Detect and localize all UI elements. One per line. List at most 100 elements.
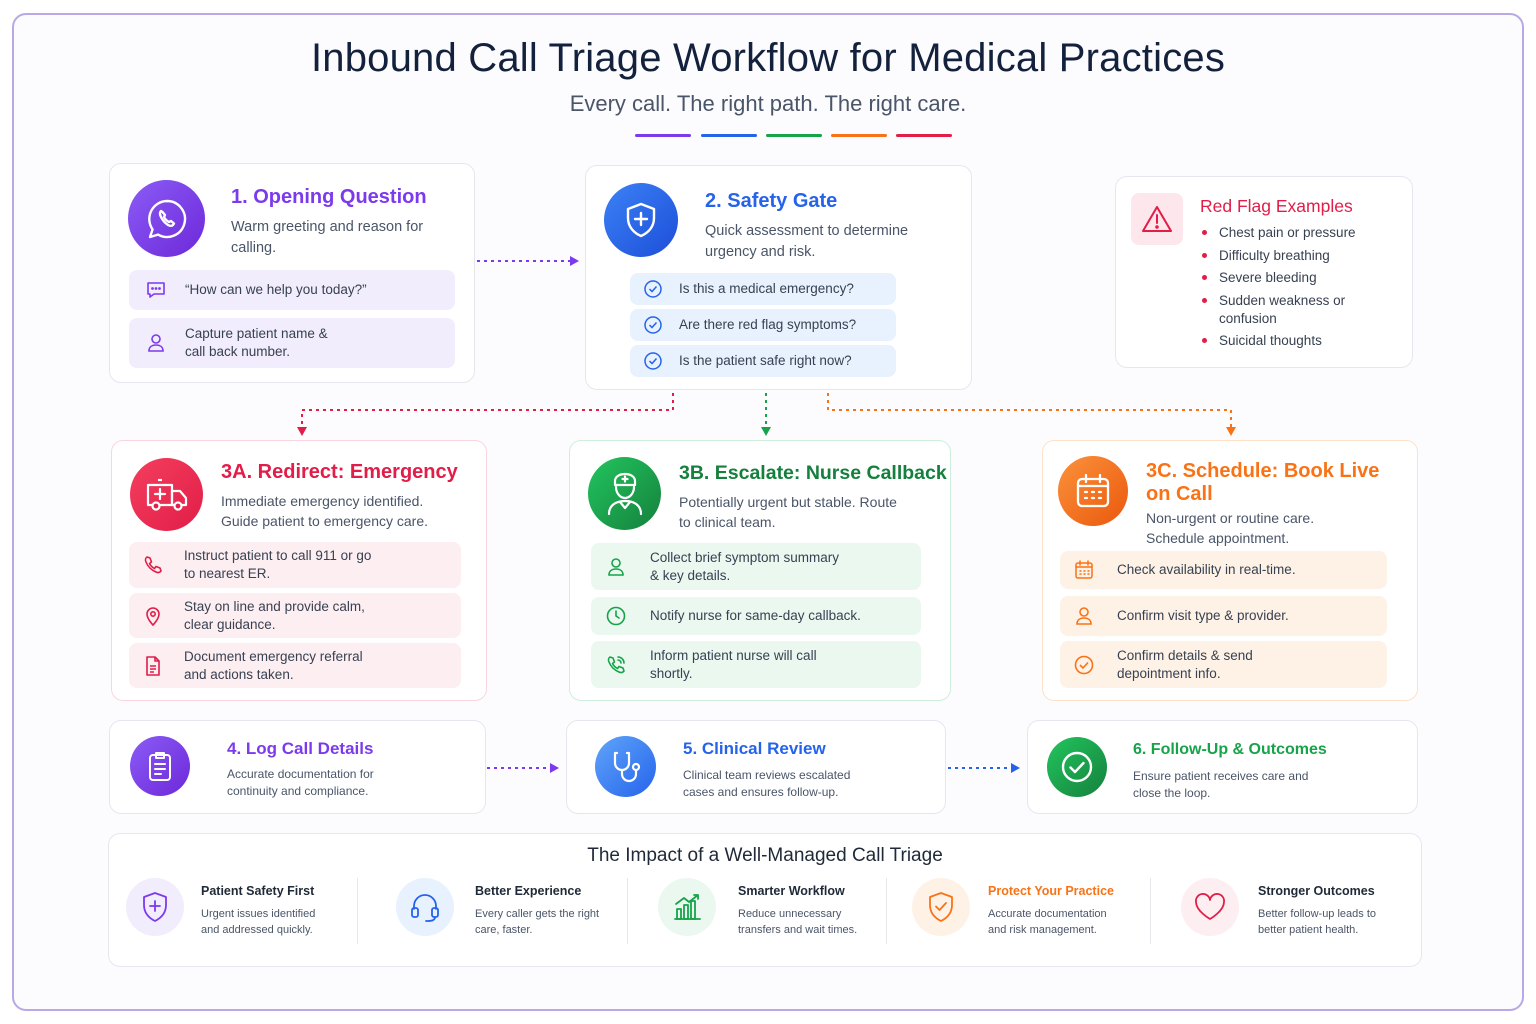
heart-icon <box>1181 878 1239 936</box>
red-flag-item: Chest pain or pressure <box>1200 224 1356 242</box>
step3c-row-text: Confirm visit type & provider. <box>1117 608 1289 623</box>
check-circle-icon <box>1073 654 1095 676</box>
bar-chart-icon <box>658 878 716 936</box>
red-flag-item: Severe bleeding <box>1200 269 1356 287</box>
phone-icon <box>142 554 164 576</box>
arrowhead <box>1226 427 1236 436</box>
step3c-title: 3C. Schedule: Book Live on Call <box>1146 460 1380 505</box>
arrowhead <box>761 427 771 436</box>
impact-item-desc: Every caller gets the right care, faster… <box>475 908 600 936</box>
step3c-row-text: Confirm details & send depointment info. <box>1117 647 1253 681</box>
person-icon <box>145 332 167 354</box>
headset-icon <box>396 878 454 936</box>
step2-row-text: Is this a medical emergency? <box>679 281 854 296</box>
clipboard-icon <box>130 736 190 796</box>
red-flags-list: Chest pain or pressure Difficulty breath… <box>1200 224 1356 355</box>
step2-row-text: Is the patient safe right now? <box>679 353 852 368</box>
step1-row: Capture patient name & call back number. <box>129 318 455 368</box>
chat-bubble-icon <box>145 279 167 301</box>
red-flag-item: Sudden weakness or confusion <box>1200 292 1356 328</box>
calendar-icon <box>1058 456 1128 526</box>
connector-2-3a <box>301 393 674 428</box>
check-circle-icon <box>642 350 664 372</box>
accent-bar-orange <box>831 134 887 137</box>
check-circle-icon <box>642 278 664 300</box>
step3b-row-text: Notify nurse for same-day callback. <box>650 608 861 623</box>
step3c-row: Check availability in real-time. <box>1060 551 1387 589</box>
page-title: Inbound Call Triage Workflow for Medical… <box>310 36 1226 80</box>
arrowhead <box>570 256 579 266</box>
impact-item-desc: Accurate documentation and risk manageme… <box>988 908 1107 936</box>
location-pin-icon <box>142 605 164 627</box>
warning-triangle-icon <box>1131 193 1183 245</box>
step3a-row-text: Instruct patient to call 911 or go to ne… <box>184 548 372 581</box>
impact-title: The Impact of a Well-Managed Call Triage <box>587 845 943 866</box>
impact-item-desc: Reduce unnecessary transfers and wait ti… <box>738 908 858 936</box>
step6-card <box>1027 720 1418 814</box>
phone-callback-icon <box>605 654 627 676</box>
divider <box>627 878 628 944</box>
divider <box>357 878 358 944</box>
impact-item-title: Smarter Workflow <box>738 884 845 898</box>
impact-item-title: Better Experience <box>475 884 582 898</box>
connector-2-3c <box>827 393 1232 428</box>
step1-desc: Warm greeting and reason for calling. <box>231 219 424 256</box>
step1-title: 1. Opening Question <box>231 186 427 208</box>
arrowhead <box>297 427 307 436</box>
document-icon <box>142 655 164 677</box>
step3a-row: Document emergency referral and actions … <box>129 643 461 688</box>
step2-desc: Quick assessment to determine urgency an… <box>705 223 909 260</box>
step5-desc: Clinical team reviews escalated cases an… <box>683 768 851 799</box>
step3a-row: Stay on line and provide calm, clear gui… <box>129 593 461 638</box>
step2-row-text: Are there red flag symptoms? <box>679 317 857 332</box>
red-flag-item: Difficulty breathing <box>1200 247 1356 265</box>
step3c-row: Confirm visit type & provider. <box>1060 596 1387 636</box>
step3c-row-text: Check availability in real-time. <box>1117 562 1296 577</box>
step3a-row: Instruct patient to call 911 or go to ne… <box>129 542 461 588</box>
step1-row-text: Capture patient name & call back number. <box>185 326 328 359</box>
accent-bar-purple <box>635 134 691 137</box>
step3b-desc: Potentially urgent but stable. Route to … <box>679 494 897 530</box>
step3a-title: 3A. Redirect: Emergency <box>221 461 458 483</box>
step3a-row-text: Document emergency referral and actions … <box>184 648 363 682</box>
step2-row: Is this a medical emergency? <box>630 273 896 305</box>
shield-plus-icon <box>126 878 184 936</box>
check-circle-icon <box>1047 737 1107 797</box>
nurse-icon <box>588 457 661 530</box>
step3a-desc: Immediate emergency identified. Guide pa… <box>221 493 429 529</box>
step1-row-text: “How can we help you today?” <box>185 282 367 297</box>
impact-item-title: Stronger Outcomes <box>1258 884 1375 898</box>
step1-row: “How can we help you today?” <box>129 270 455 310</box>
step3c-desc: Non-urgent or routine care. Schedule app… <box>1146 510 1315 546</box>
step3b-row-text: Inform patient nurse will call shortly. <box>650 647 817 681</box>
arrowhead <box>1011 763 1020 773</box>
divider <box>886 878 887 944</box>
red-flags-title: Red Flag Examples <box>1200 196 1353 216</box>
step3c-row: Confirm details & send depointment info. <box>1060 641 1387 688</box>
accent-bar-pink <box>896 134 952 137</box>
red-flag-item: Suicidal thoughts <box>1200 332 1356 350</box>
phone-chat-icon <box>128 180 205 257</box>
impact-item-desc: Urgent issues identified and addressed q… <box>201 908 316 936</box>
step3b-row-text: Collect brief symptom summary & key deta… <box>650 549 840 583</box>
calendar-icon <box>1073 559 1095 581</box>
step4-desc: Accurate documentation for continuity an… <box>227 767 374 798</box>
step3b-title: 3B. Escalate: Nurse Callback <box>679 462 947 484</box>
arrowhead <box>550 763 559 773</box>
step2-title: 2. Safety Gate <box>705 190 838 212</box>
step2-row: Are there red flag symptoms? <box>630 309 896 341</box>
step5-title: 5. Clinical Review <box>683 739 826 758</box>
step3b-row: Notify nurse for same-day callback. <box>591 597 921 635</box>
step2-row: Is the patient safe right now? <box>630 345 896 377</box>
impact-item-desc: Better follow-up leads to better patient… <box>1258 908 1377 936</box>
person-icon <box>605 556 627 578</box>
step3b-row: Collect brief symptom summary & key deta… <box>591 543 921 590</box>
step3b-row: Inform patient nurse will call shortly. <box>591 641 921 688</box>
step4-title: 4. Log Call Details <box>227 739 374 758</box>
stethoscope-icon <box>595 736 656 797</box>
ambulance-icon <box>130 458 203 531</box>
clock-icon <box>605 605 627 627</box>
impact-item-title: Protect Your Practice <box>988 884 1114 898</box>
page-subtitle: Every call. The right path. The right ca… <box>569 91 967 116</box>
